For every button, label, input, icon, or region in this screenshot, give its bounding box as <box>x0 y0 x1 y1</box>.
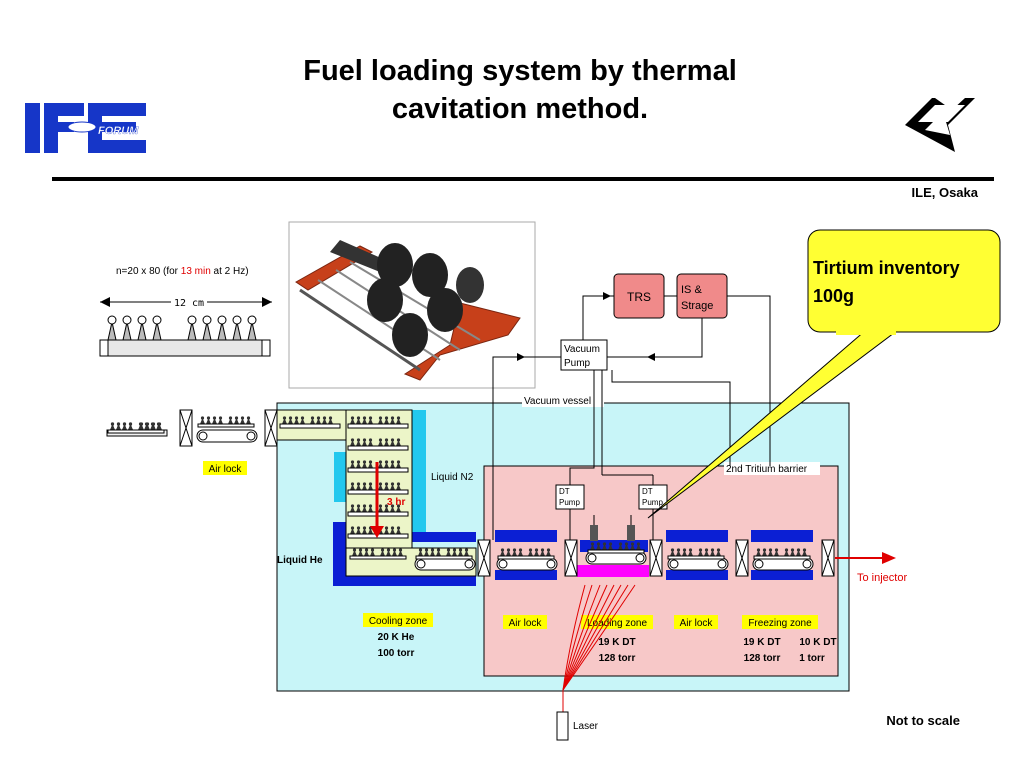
svg-text:10 K DT: 10 K DT <box>799 637 836 648</box>
svg-text:128 torr: 128 torr <box>599 653 636 664</box>
svg-text:Pump: Pump <box>559 498 580 507</box>
dt-pump-1 <box>555 484 585 510</box>
tray-target <box>107 315 117 341</box>
liquid-he-channel <box>333 522 347 586</box>
cooling-stack <box>345 409 413 566</box>
liquid-n2-jacket <box>412 410 426 534</box>
scale-note: Not to scale <box>886 713 960 728</box>
svg-text:100 torr: 100 torr <box>378 648 415 659</box>
ife-forum-logo: FORUM <box>25 103 146 153</box>
laser-fibers <box>562 584 636 712</box>
single-tray-detail: n=20 x 80 (for 13 min at 2 Hz) 12 cm <box>99 266 272 357</box>
tritium-barrier-label: 2nd Tritium barrier <box>726 464 808 475</box>
cooling-zone-label: Cooling zone <box>369 616 428 627</box>
affiliation: ILE, Osaka <box>911 185 978 200</box>
air-lock-2-label: Air lock <box>680 618 714 629</box>
svg-text:19 K DT: 19 K DT <box>743 637 780 648</box>
vacuum-pump-box <box>560 339 608 371</box>
vacuum-vessel-label: Vacuum vessel <box>524 396 591 407</box>
callout-line-2: 100g <box>813 286 854 306</box>
svg-text:IS &: IS & <box>681 284 702 296</box>
tray-target <box>217 315 227 341</box>
svg-text:Pump: Pump <box>564 358 591 369</box>
tray-target <box>202 315 212 341</box>
svg-text:128 torr: 128 torr <box>744 653 781 664</box>
tray-target <box>137 315 147 341</box>
tray-width-label: 12 cm <box>174 298 204 309</box>
air-lock-left-label: Air lock <box>209 464 243 475</box>
ile-logo <box>905 98 975 152</box>
tray-target <box>232 315 242 341</box>
tray-caption-suffix: at 2 Hz) <box>211 266 249 277</box>
laser-source <box>556 711 569 741</box>
loading-plate <box>577 565 649 577</box>
loading-stage-illustration <box>288 221 536 389</box>
tray-caption-time: 13 min <box>181 266 211 277</box>
svg-text:Vacuum: Vacuum <box>564 344 600 355</box>
tray-targets <box>107 315 257 341</box>
air-lock-1-label: Air lock <box>509 618 543 629</box>
svg-text:Strage: Strage <box>681 300 713 312</box>
title-divider <box>52 177 994 181</box>
svg-text:n=20 x 80 (for 13 min at 2 Hz): n=20 x 80 (for 13 min at 2 Hz) <box>116 266 249 277</box>
tray-target <box>187 315 197 341</box>
slide-title: Fuel loading system by thermal cavitatio… <box>200 52 840 128</box>
loading-zone-label: Loading zone <box>587 618 647 629</box>
title-line-2: cavitation method. <box>391 93 649 125</box>
freezing-zone-label: Freezing zone <box>748 618 812 629</box>
svg-text:TRS: TRS <box>627 290 651 304</box>
liquid-n2-label: Liquid N2 <box>431 472 474 483</box>
callout-line-1: Tirtium inventory <box>813 258 960 278</box>
logo-forum-text: FORUM <box>98 125 139 137</box>
svg-text:DT: DT <box>642 487 653 496</box>
to-injector-label: To injector <box>857 572 907 584</box>
tritium-callout <box>807 229 1001 333</box>
title-line-1: Fuel loading system by thermal <box>303 55 737 87</box>
svg-text:19 K DT: 19 K DT <box>598 637 635 648</box>
svg-text:DT: DT <box>559 487 570 496</box>
tray-target <box>122 315 132 341</box>
laser-label: Laser <box>573 721 599 732</box>
liquid-he-label: Liquid He <box>277 555 323 566</box>
tray-target <box>152 315 162 341</box>
tray-caption-prefix: n=20 x 80 (for <box>116 266 181 277</box>
air-lock-left-tag <box>203 461 247 475</box>
svg-text:20 K He: 20 K He <box>378 632 415 643</box>
tray-target <box>247 315 257 341</box>
descent-time-label: 3 hr <box>387 497 405 508</box>
svg-text:Pump: Pump <box>642 498 663 507</box>
svg-text:1 torr: 1 torr <box>799 653 825 664</box>
